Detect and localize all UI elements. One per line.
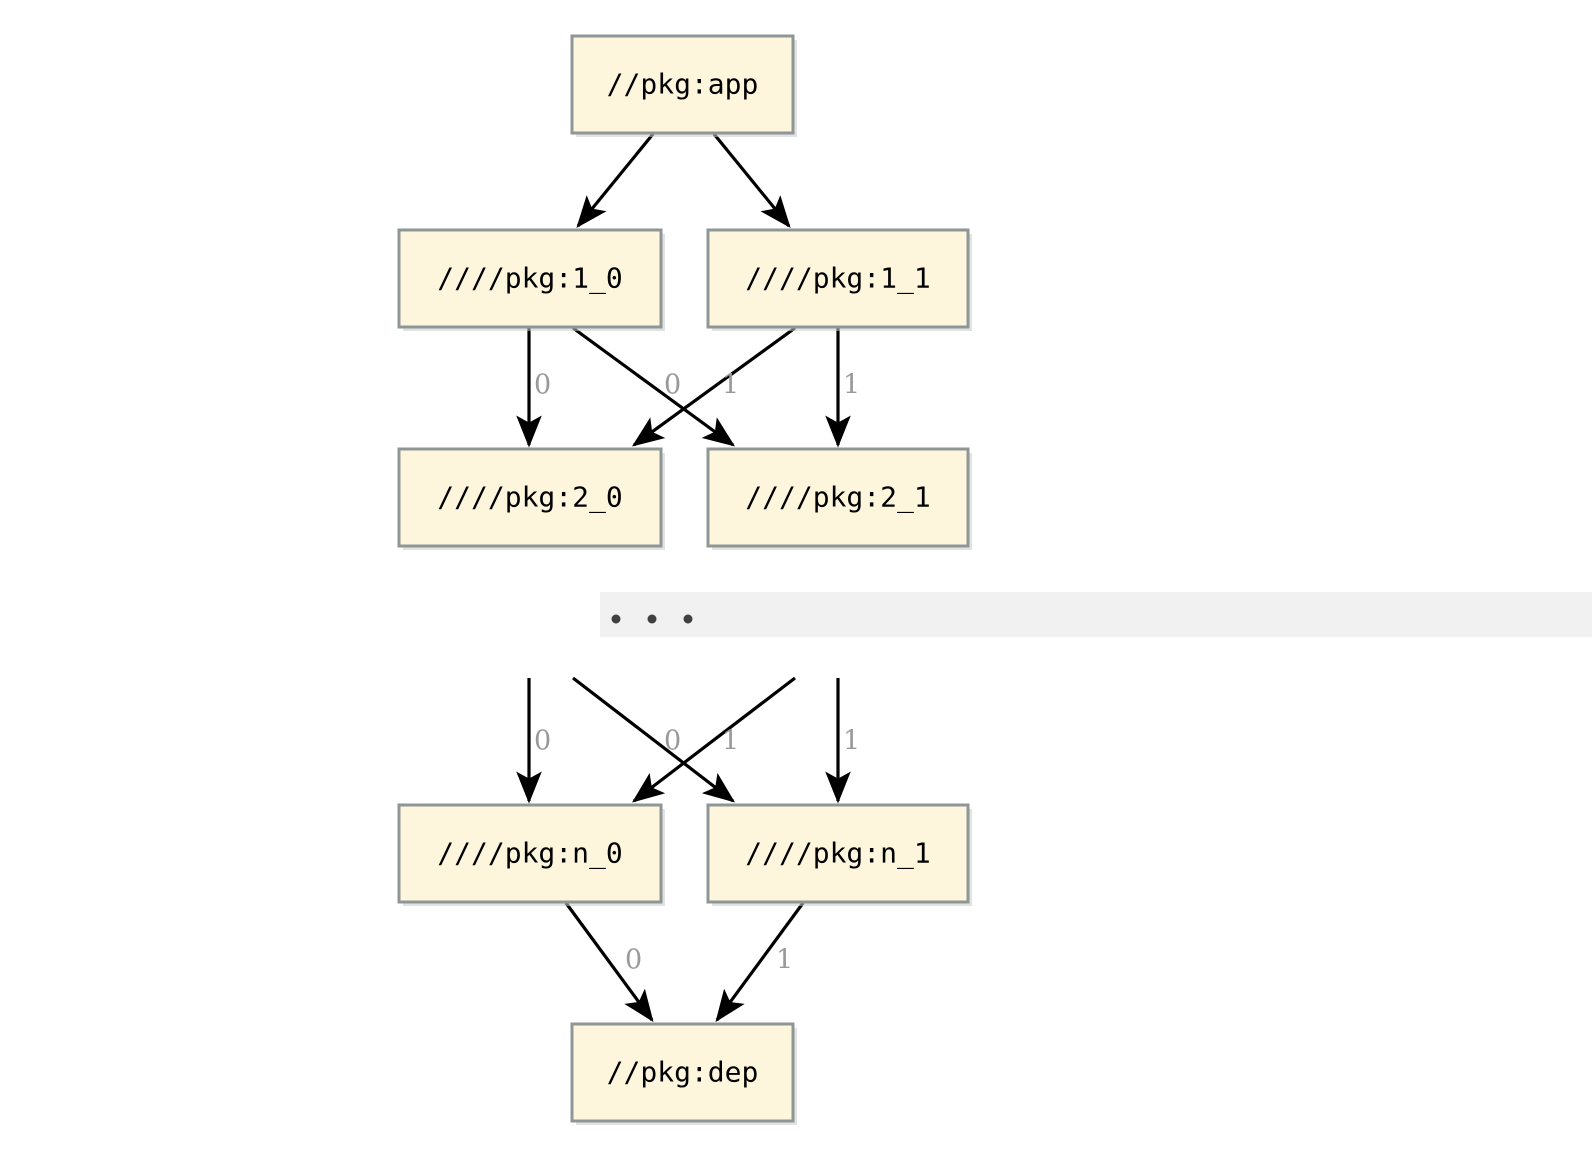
edge-label-9: 1 (843, 726, 860, 757)
ellipsis-dot-0 (611, 614, 621, 624)
ellipsis-band-group (600, 592, 1592, 637)
edge-src-to-nn_1 (572, 676, 736, 803)
edge-src-to-nn_0 (631, 676, 796, 803)
node-dep[interactable]: //pkg:dep (570, 1022, 797, 1125)
node-label-dep: //pkg:dep (607, 1056, 759, 1089)
node-n2_1[interactable]: ////pkg:2_1 (706, 447, 972, 550)
edges-group (516, 132, 851, 1023)
node-box-dep[interactable] (570, 1022, 795, 1123)
edge-app-to-n1_0 (576, 132, 655, 228)
node-label-n2_1: ////pkg:2_1 (745, 481, 930, 515)
node-label-n1_1: ////pkg:1_1 (745, 262, 930, 296)
node-nn_0[interactable]: ////pkg:n_0 (397, 803, 665, 906)
edge-label-10: 0 (625, 945, 642, 976)
node-app[interactable]: //pkg:app (570, 34, 797, 137)
node-nn_1[interactable]: ////pkg:n_1 (706, 803, 972, 906)
node-n2_0[interactable]: ////pkg:2_0 (397, 447, 665, 550)
edge-label-6: 0 (534, 726, 551, 757)
node-box-n1_0[interactable] (397, 228, 663, 329)
node-box-app[interactable] (570, 34, 795, 135)
node-box-nn_1[interactable] (706, 803, 970, 904)
edge-label-11: 1 (776, 945, 793, 976)
edge-nn_1-to-dep (715, 902, 805, 1023)
nodes-group: //pkg:app ////pkg:1_0 ////pkg:1_1 ////pkg:2… (397, 34, 972, 1125)
node-label-nn_0: ////pkg:n_0 (437, 837, 622, 871)
node-label-n2_0: ////pkg:2_0 (437, 481, 622, 515)
edge-label-7: 1 (722, 726, 739, 757)
edge-label-4: 0 (664, 370, 681, 401)
ellipsis-dot-2 (683, 614, 693, 624)
node-box-nn_0[interactable] (397, 803, 663, 904)
node-box-n1_1[interactable] (706, 228, 970, 329)
ellipsis-dot-1 (647, 614, 657, 624)
ellipsis-band (600, 592, 1592, 637)
edge-label-2: 0 (534, 370, 551, 401)
edge-label-3: 1 (722, 370, 739, 401)
edge-label-5: 1 (843, 370, 860, 401)
node-box-n2_1[interactable] (706, 447, 970, 548)
edge-nn_0-to-dep (564, 902, 654, 1023)
node-n1_0[interactable]: ////pkg:1_0 (397, 228, 665, 331)
node-box-n2_0[interactable] (397, 447, 663, 548)
node-label-n1_0: ////pkg:1_0 (437, 262, 622, 296)
edge-app-to-n1_1 (712, 132, 791, 228)
node-label-nn_1: ////pkg:n_1 (745, 837, 930, 871)
node-n1_1[interactable]: ////pkg:1_1 (706, 228, 972, 331)
edge-labels-group: 0 1 0 1 0 1 0 1 0 1 (534, 370, 860, 976)
edge-label-8: 0 (664, 726, 681, 757)
node-label-app: //pkg:app (607, 68, 759, 101)
edge-n1_1-to-n2_0 (631, 326, 796, 447)
edge-n1_0-to-n2_1 (572, 326, 736, 447)
